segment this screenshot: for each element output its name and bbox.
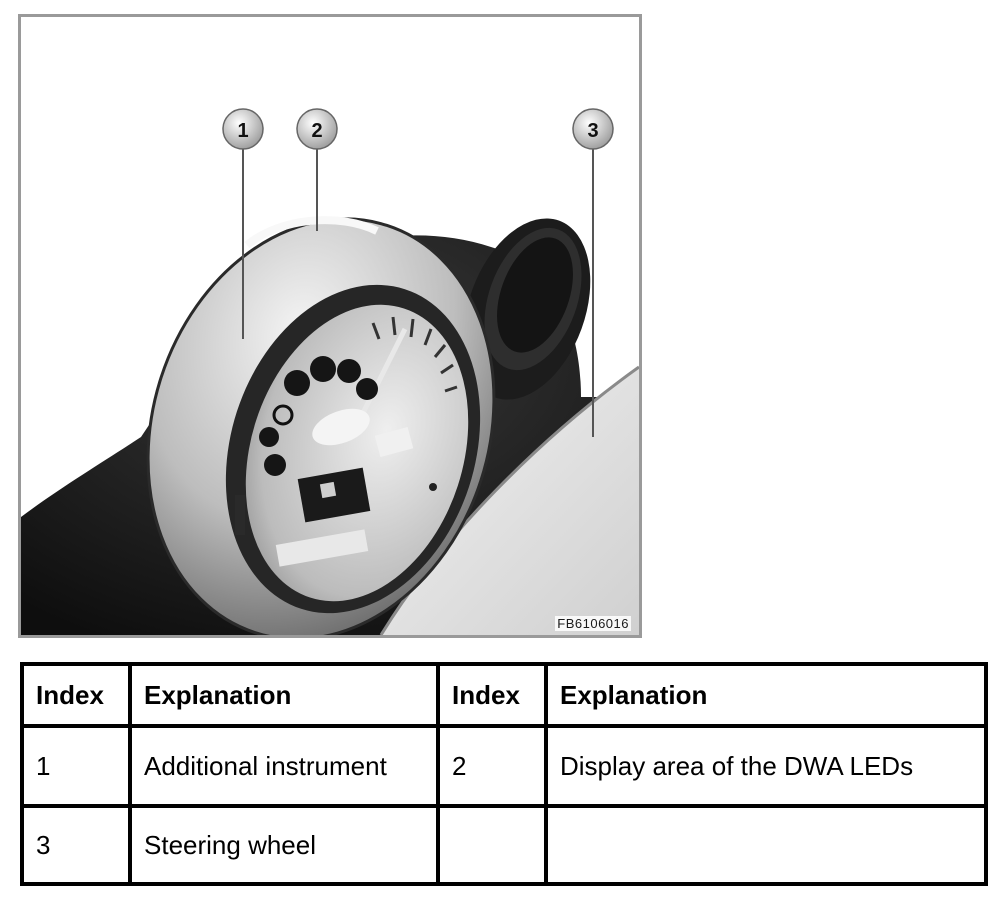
svg-text:2: 2 xyxy=(311,120,322,142)
steering-wheel xyxy=(381,367,639,635)
table-cell xyxy=(544,804,988,886)
legend-table: Index Explanation Index Explanation 1 Ad… xyxy=(20,662,988,886)
table-cell: Steering wheel xyxy=(128,804,440,886)
table-cell xyxy=(436,804,548,886)
header-index-1: Index xyxy=(20,662,132,728)
instrument-illustration: 1 2 3 xyxy=(21,17,639,635)
instrument-figure: 1 2 3 FB6106016 xyxy=(18,14,642,638)
svg-text:1: 1 xyxy=(237,120,248,142)
table-row: 1 Additional instrument 2 Display area o… xyxy=(20,724,988,808)
callout-3: 3 xyxy=(572,108,614,150)
header-explanation-1: Explanation xyxy=(128,662,440,728)
table-cell: Additional instrument xyxy=(128,724,440,808)
warning-light-indicators xyxy=(259,356,378,476)
callout-2: 2 xyxy=(296,108,338,150)
table-cell: 3 xyxy=(20,804,132,886)
header-explanation-2: Explanation xyxy=(544,662,988,728)
table-cell: Display area of the DWA LEDs xyxy=(544,724,988,808)
callout-lines xyxy=(242,149,594,437)
svg-text:3: 3 xyxy=(587,120,598,142)
table-cell: 1 xyxy=(20,724,132,808)
dial-tick-marks xyxy=(371,316,458,393)
callout-1: 1 xyxy=(222,108,264,150)
table-cell: 2 xyxy=(436,724,548,808)
figure-code: FB6106016 xyxy=(555,616,631,631)
table-row: 3 Steering wheel xyxy=(20,804,988,886)
dwa-led-display-area xyxy=(244,216,379,249)
instrument-lcd-strip xyxy=(275,529,369,567)
dial-needle xyxy=(358,327,408,419)
header-index-2: Index xyxy=(436,662,548,728)
legend-header-row: Index Explanation Index Explanation xyxy=(20,662,988,728)
